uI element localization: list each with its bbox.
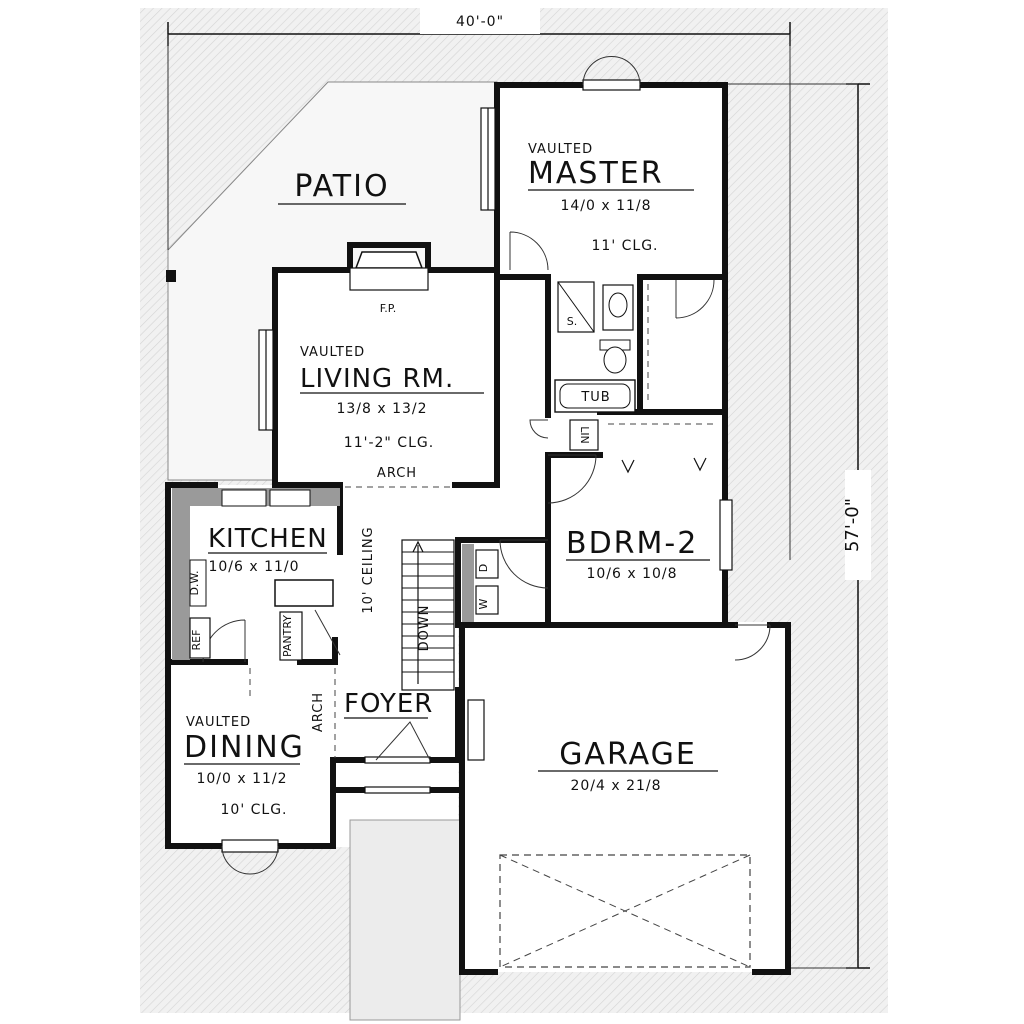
stair — [401, 539, 455, 691]
patio-post — [166, 270, 176, 282]
living-size: 13/8 x 13/2 — [336, 401, 427, 417]
kitchen-ceiling: 10' CEILING — [361, 526, 376, 613]
master-note: VAULTED — [528, 142, 593, 157]
front-walk — [349, 819, 461, 1021]
kitchen-label: KITCHEN — [208, 524, 328, 554]
refrigerator-label: REF — [190, 630, 203, 651]
stair-label: DOWN — [417, 605, 432, 652]
washer-label: W — [477, 598, 490, 609]
patio-label: PATIO — [294, 169, 389, 204]
bathroom-fixtures — [554, 281, 718, 474]
living-label: LIVING RM. — [300, 364, 454, 394]
living-ceiling: 11'-2" CLG. — [344, 435, 434, 451]
kitchen-size: 10/6 x 11/0 — [208, 559, 299, 575]
pantry-label: PANTRY — [281, 615, 294, 657]
dining-size: 10/0 x 11/2 — [196, 771, 287, 787]
foyer-label: FOYER — [344, 689, 433, 719]
laundry-fixtures — [462, 544, 499, 622]
shower-label: S. — [567, 315, 577, 328]
garage-door — [499, 854, 751, 968]
width-dimension: 40'-0" — [167, 8, 791, 560]
fireplace-label: F.P. — [380, 302, 396, 315]
door-swings — [202, 56, 771, 875]
dining-arch-label: ARCH — [311, 692, 326, 732]
garage-label: GARAGE — [559, 737, 697, 772]
width-dimension-label: 40'-0" — [456, 14, 504, 30]
dining-note: VAULTED — [186, 715, 251, 730]
walls — [165, 82, 791, 975]
dishwasher-label: D.W. — [188, 570, 201, 595]
dining-label: DINING — [184, 730, 305, 765]
dining-ceiling: 10' CLG. — [221, 802, 288, 818]
living-arch-label: ARCH — [377, 466, 417, 481]
master-size: 14/0 x 11/8 — [560, 198, 651, 214]
bedroom2-label: BDRM-2 — [566, 526, 698, 561]
kitchen-fixtures — [172, 488, 340, 661]
linen-label: LIN — [578, 426, 591, 444]
fireplace — [349, 251, 429, 291]
dryer-label: D — [477, 564, 490, 572]
bedroom2-size: 10/6 x 10/8 — [586, 566, 677, 582]
depth-dimension-label: 57'-0" — [842, 498, 863, 552]
master-label: MASTER — [528, 156, 664, 191]
garage-size: 20/4 x 21/8 — [570, 778, 661, 794]
living-note: VAULTED — [300, 345, 365, 360]
master-ceiling: 11' CLG. — [592, 238, 659, 254]
windows — [221, 79, 733, 853]
depth-dimension: 57'-0" — [725, 83, 871, 969]
tub-label: TUB — [580, 390, 610, 405]
